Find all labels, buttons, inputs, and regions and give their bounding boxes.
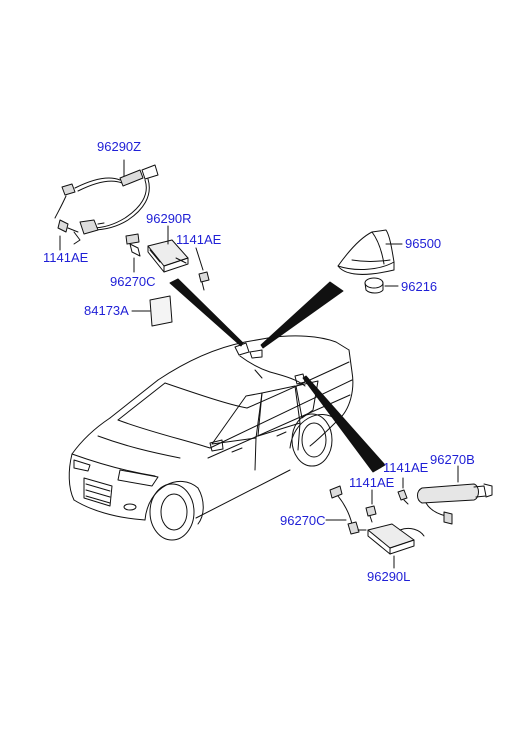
leader-1141AE-top	[195, 247, 204, 271]
pointer-wedges	[169, 278, 386, 473]
part-1141AE-top	[198, 271, 210, 291]
part-96290R	[147, 239, 189, 273]
part-96290Z	[54, 164, 159, 245]
roof-module	[234, 342, 306, 387]
label-84173A: 84173A	[84, 303, 129, 318]
label-96270C-upper: 96270C	[110, 274, 156, 289]
label-1141AE-right: 1141AE	[383, 460, 429, 475]
label-96290L: 96290L	[367, 569, 411, 584]
part-1141AE-lower	[365, 505, 377, 523]
label-1141AE-top: 1141AE	[176, 232, 222, 247]
part-96216	[364, 277, 384, 294]
label-96270C-lower: 96270C	[280, 513, 326, 528]
wedge-upper-left	[169, 278, 244, 347]
label-96270B: 96270B	[430, 452, 475, 467]
part-96270C-upper	[125, 233, 141, 257]
label-1141AE-left: 1141AE	[43, 250, 89, 265]
label-1141AE-lower: 1141AE	[349, 475, 395, 490]
label-96500: 96500	[405, 236, 442, 251]
wedge-upper-right	[260, 281, 344, 349]
car-illustration	[68, 335, 354, 541]
part-84173A	[149, 295, 173, 327]
part-96270B	[417, 483, 493, 525]
part-96270C-lower	[329, 485, 367, 535]
part-1141AE-right	[397, 489, 409, 505]
label-96290Z: 96290Z	[97, 139, 142, 154]
wedge-lower-right	[302, 375, 386, 473]
label-96216: 96216	[401, 279, 438, 294]
part-96500	[337, 229, 395, 275]
label-96290R: 96290R	[146, 211, 192, 226]
part-96290L	[367, 523, 425, 555]
